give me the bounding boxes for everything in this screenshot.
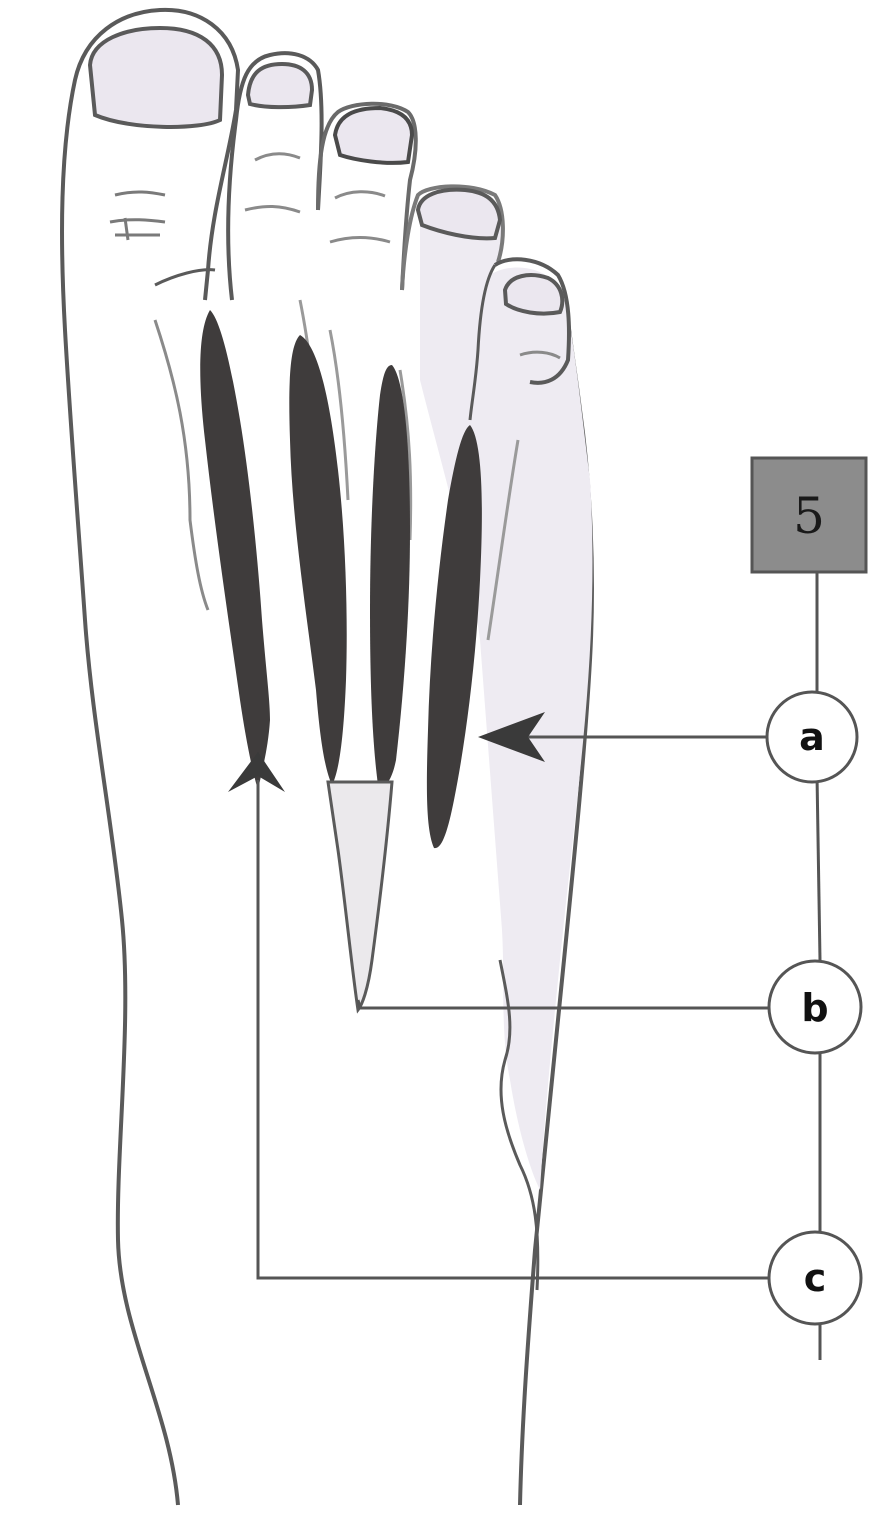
- label-c-text: c: [804, 1256, 827, 1300]
- toe-1-crease-2: [110, 220, 165, 222]
- toe-1-nail: [90, 28, 222, 127]
- toe-3-crease-1: [335, 192, 385, 198]
- muscle-2: [289, 335, 346, 785]
- muscle-3: [370, 365, 410, 786]
- toe-2-crease-2: [245, 206, 300, 212]
- label-b: b: [769, 961, 861, 1053]
- label-a: a: [767, 692, 857, 782]
- tendon-b-wedge: [328, 782, 392, 1010]
- metatarsal-line-1: [155, 320, 208, 610]
- toe-3-nail: [335, 108, 412, 163]
- toe-1-crease-1: [115, 192, 165, 195]
- figure-number-box: 5: [752, 458, 866, 572]
- connector-a-to-b: [817, 775, 820, 960]
- toe-5-nail: [505, 275, 562, 313]
- figure-number: 5: [793, 487, 825, 545]
- muscle-4: [427, 425, 482, 848]
- toe-2-crease-1: [255, 154, 300, 160]
- leader-line-b: [358, 1000, 768, 1008]
- label-a-text: a: [799, 715, 825, 759]
- toe-2-nail: [248, 64, 312, 107]
- tendon-b: [328, 782, 392, 1010]
- toe-3-crease-2: [330, 238, 390, 243]
- muscle-1: [200, 310, 270, 790]
- label-b-text: b: [801, 986, 828, 1030]
- label-c: c: [769, 1232, 861, 1324]
